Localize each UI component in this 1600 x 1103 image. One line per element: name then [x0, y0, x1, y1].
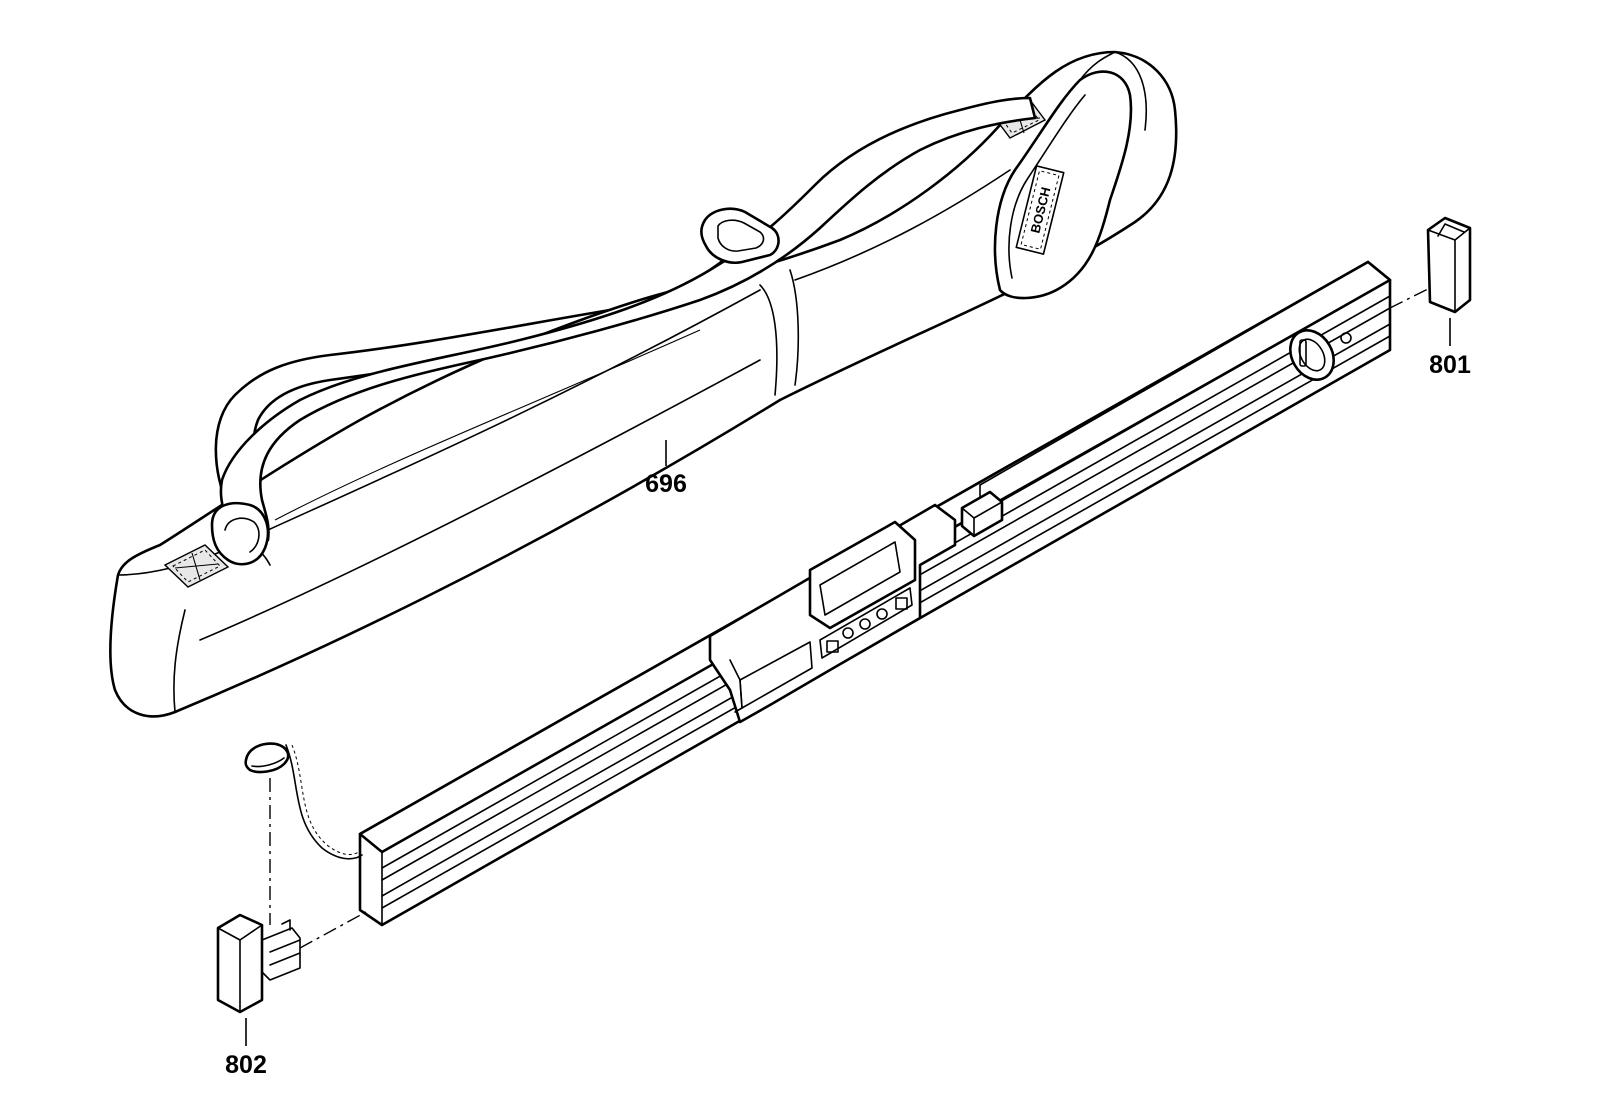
velcro-patch-left [163, 544, 230, 588]
bag-body [109, 50, 1178, 718]
bag-upper-seam [267, 289, 761, 531]
end-cap-left: 802 [216, 778, 367, 1079]
end-cap-right: 801 [1389, 216, 1472, 379]
axis-line-801 [1389, 287, 1431, 309]
level-lanyard [244, 742, 363, 860]
level-end-face [359, 833, 383, 926]
part-label-802: 802 [225, 1051, 267, 1079]
bag-middle-pleat [759, 269, 800, 396]
part-label-696: 696 [645, 470, 687, 498]
bag-inner-edge [274, 329, 701, 521]
bag-left-fold [173, 609, 186, 713]
level-top-rail [979, 261, 1391, 501]
level-slide-marker [960, 490, 1004, 538]
bag-strap-front [219, 96, 1037, 547]
level-vial [1289, 329, 1352, 381]
bag-right-flap [993, 70, 1133, 300]
bag-flap-inner [1008, 94, 1086, 279]
brand-label-stitch [1020, 170, 1060, 250]
carrying-bag: BOSCH 696 [109, 50, 1178, 718]
bag-lower-seam [199, 359, 761, 641]
level-buttons [826, 597, 908, 653]
digital-level [244, 260, 1392, 927]
level-display-housing [708, 503, 957, 724]
part-label-801: 801 [1429, 351, 1471, 379]
lens-cap [244, 742, 290, 774]
bag-strap-loop-inner [224, 517, 260, 553]
brand-label-plate [1015, 165, 1065, 255]
bag-top-opening [1079, 51, 1147, 131]
axis-line-802-horizontal [299, 911, 367, 949]
bag-strap-buckle [700, 207, 780, 264]
bag-right-seam [794, 169, 1011, 281]
